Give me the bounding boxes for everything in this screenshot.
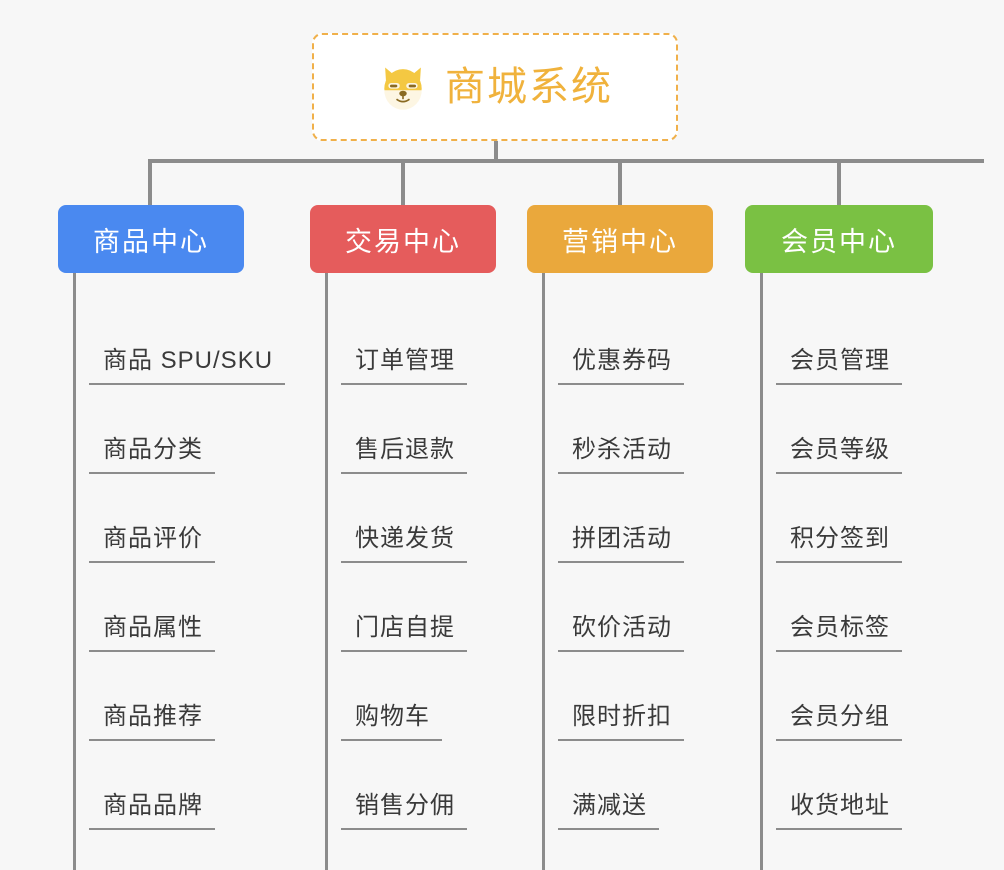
- leaf-label: 会员管理: [776, 345, 902, 385]
- root-node[interactable]: 商城系统: [312, 33, 678, 141]
- leaf-item[interactable]: 秒杀活动: [542, 385, 743, 474]
- leaf-item[interactable]: 商品品牌: [73, 741, 304, 830]
- root-label: 商城系统: [445, 65, 613, 109]
- connector-drop-4: [837, 159, 841, 205]
- leaf-item[interactable]: 积分签到: [760, 474, 961, 563]
- leaf-label: 门店自提: [341, 612, 467, 652]
- category-column-3: 营销中心 优惠券码 秒杀活动 拼团活动 砍价活动 限时折扣 满减送: [527, 205, 743, 870]
- dog-face-icon: [384, 67, 422, 110]
- leaf-label: 优惠券码: [558, 345, 684, 385]
- leaf-label: 商品分类: [89, 434, 215, 474]
- leaf-label: 秒杀活动: [558, 434, 684, 474]
- leaf-spine-4: [760, 273, 763, 870]
- category-box-member-center[interactable]: 会员中心: [745, 205, 933, 273]
- leaf-item[interactable]: 商品评价: [73, 474, 304, 563]
- leaf-label: 收货地址: [776, 790, 902, 830]
- leaf-item[interactable]: 商品属性: [73, 563, 304, 652]
- leaf-label: 砍价活动: [558, 612, 684, 652]
- category-column-2: 交易中心 订单管理 售后退款 快递发货 门店自提 购物车 销售分佣: [310, 205, 526, 870]
- category-label: 营销中心: [562, 226, 678, 257]
- leaf-spine-2: [325, 273, 328, 870]
- leaf-item[interactable]: 会员分组: [760, 652, 961, 741]
- leaf-item[interactable]: 门店自提: [325, 563, 526, 652]
- connector-drop-2: [401, 159, 405, 205]
- leaf-list-4: 会员管理 会员等级 积分签到 会员标签 会员分组 收货地址: [745, 273, 961, 870]
- leaf-list-3: 优惠券码 秒杀活动 拼团活动 砍价活动 限时折扣 满减送: [527, 273, 743, 870]
- mindmap-canvas: 商城系统 商品中心 商品 SPU/SKU 商品分类 商品评价 商品属性 商品推荐…: [58, 33, 984, 870]
- leaf-label: 商品属性: [89, 612, 215, 652]
- category-box-product-center[interactable]: 商品中心: [58, 205, 244, 273]
- leaf-item[interactable]: 订单管理: [325, 296, 526, 385]
- leaf-label: 会员分组: [776, 701, 902, 741]
- leaf-label: 销售分佣: [341, 790, 467, 830]
- leaf-item[interactable]: 会员等级: [760, 385, 961, 474]
- leaf-item[interactable]: 快递发货: [325, 474, 526, 563]
- leaf-item[interactable]: 收货地址: [760, 741, 961, 830]
- leaf-label: 售后退款: [341, 434, 467, 474]
- leaf-item[interactable]: 会员标签: [760, 563, 961, 652]
- leaf-label: 积分签到: [776, 523, 902, 563]
- connector-drop-1: [148, 159, 152, 205]
- leaf-item[interactable]: 限时折扣: [542, 652, 743, 741]
- leaf-list-2: 订单管理 售后退款 快递发货 门店自提 购物车 销售分佣: [310, 273, 526, 870]
- leaf-label: 快递发货: [341, 523, 467, 563]
- leaf-spine-3: [542, 273, 545, 870]
- leaf-item[interactable]: 砍价活动: [542, 563, 743, 652]
- connector-drop-3: [618, 159, 622, 205]
- category-label: 交易中心: [345, 226, 461, 257]
- leaf-item[interactable]: 销售分佣: [325, 741, 526, 830]
- leaf-label: 限时折扣: [558, 701, 684, 741]
- category-column-1: 商品中心 商品 SPU/SKU 商品分类 商品评价 商品属性 商品推荐 商品品牌: [58, 205, 304, 870]
- leaf-item[interactable]: 优惠券码: [542, 296, 743, 385]
- connector-horizontal-bus: [148, 159, 984, 163]
- leaf-item[interactable]: 购物车: [325, 652, 526, 741]
- leaf-label: 拼团活动: [558, 523, 684, 563]
- category-label: 商品中心: [93, 226, 209, 257]
- leaf-item[interactable]: 商品分类: [73, 385, 304, 474]
- leaf-item[interactable]: 会员管理: [760, 296, 961, 385]
- leaf-item[interactable]: 商品 SPU/SKU: [73, 296, 304, 385]
- leaf-label: 购物车: [341, 701, 442, 741]
- leaf-label: 商品品牌: [89, 790, 215, 830]
- leaf-item[interactable]: 售后退款: [325, 385, 526, 474]
- leaf-label: 订单管理: [341, 345, 467, 385]
- leaf-label: 会员标签: [776, 612, 902, 652]
- category-column-4: 会员中心 会员管理 会员等级 积分签到 会员标签 会员分组 收货地址: [745, 205, 961, 870]
- leaf-label: 满减送: [558, 790, 659, 830]
- leaf-spine-1: [73, 273, 76, 870]
- category-box-marketing-center[interactable]: 营销中心: [527, 205, 713, 273]
- leaf-item[interactable]: 拼团活动: [542, 474, 743, 563]
- connector-root-stem: [494, 141, 498, 162]
- leaf-label: 商品评价: [89, 523, 215, 563]
- leaf-list-1: 商品 SPU/SKU 商品分类 商品评价 商品属性 商品推荐 商品品牌: [58, 273, 304, 870]
- leaf-item[interactable]: 商品推荐: [73, 652, 304, 741]
- leaf-label: 商品 SPU/SKU: [89, 345, 286, 385]
- leaf-item[interactable]: 满减送: [542, 741, 743, 830]
- category-label: 会员中心: [781, 226, 897, 257]
- leaf-label: 商品推荐: [89, 701, 215, 741]
- category-box-trade-center[interactable]: 交易中心: [310, 205, 496, 273]
- leaf-label: 会员等级: [776, 434, 902, 474]
